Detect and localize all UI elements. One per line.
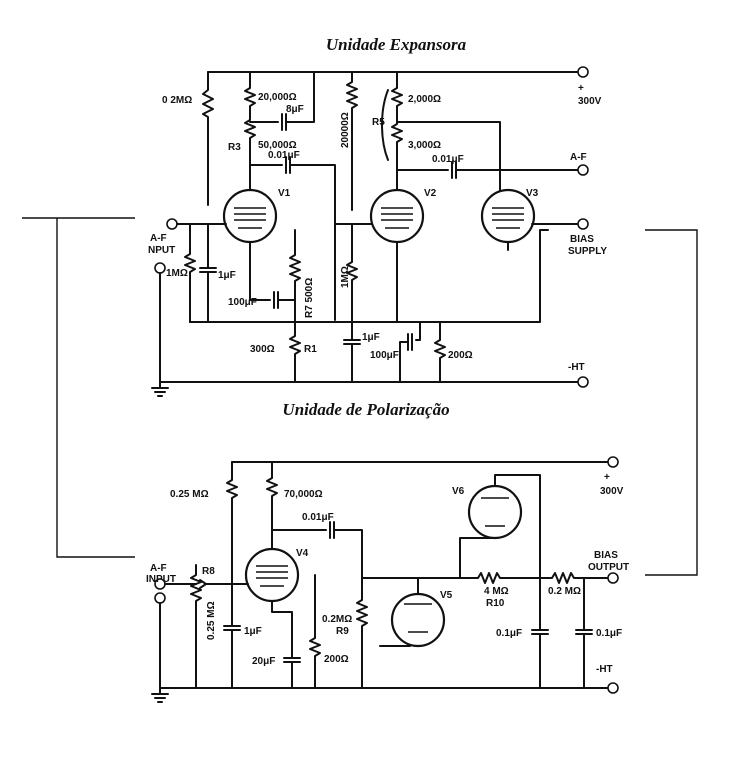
bias-output-label-2: OUTPUT <box>588 562 629 573</box>
label-r10: R10 <box>486 598 505 609</box>
svg-text:+: + <box>578 83 584 94</box>
label-r8: R8 <box>202 566 215 577</box>
bias-af-input-label-1: A-F <box>150 563 167 574</box>
tube-v4: V4 <box>244 547 309 603</box>
label-r7: R7 500Ω <box>304 278 315 318</box>
label-c-100b: 100μF <box>370 350 399 361</box>
label-r-in-1m: 1MΩ <box>166 268 188 279</box>
expander-minus-ht-terminal <box>577 376 589 388</box>
tube-v1: V1 <box>222 188 291 244</box>
label-r-2k: 2,000Ω <box>408 94 441 105</box>
label-c-1u-bias: 1μF <box>244 626 262 637</box>
tube-v1-label: V1 <box>278 188 291 199</box>
tube-v2: V2 <box>369 188 437 244</box>
label-r1: R1 <box>304 344 317 355</box>
expander-af-out-terminal <box>577 164 589 176</box>
bias-plate-voltage: 300V <box>600 486 624 497</box>
label-r-70k: 70,000Ω <box>284 489 323 500</box>
label-c-100a: 100μF <box>228 297 257 308</box>
expander-bias-supply-terminal <box>577 218 589 230</box>
bias-af-input-label-2: INPUT <box>146 574 176 585</box>
label-r-200: 200Ω <box>448 350 473 361</box>
label-r-20k: 20,000Ω <box>258 92 297 103</box>
label-c-001b: 0.01μF <box>432 154 464 165</box>
bias-unit-title: Unidade de Polarização <box>282 400 449 419</box>
tube-v4-label: V4 <box>296 548 309 559</box>
tube-v3: V3 <box>480 188 539 244</box>
expander-circuit: 300V + 0 2MΩ 20,000Ω R3 50,000Ω 8μF 0.01… <box>148 66 607 397</box>
bias-output-label-1: BIAS <box>594 550 618 561</box>
expander-plate-voltage: 300V <box>578 96 602 107</box>
left-link-bracket <box>22 217 135 558</box>
expander-af-out-label: A-F <box>570 152 587 163</box>
label-r-300: 300Ω <box>250 344 275 355</box>
label-c-001: 0.01μF <box>302 512 334 523</box>
bias-bplus-terminal <box>607 456 619 468</box>
tube-v5: V5 <box>390 590 453 648</box>
label-r9: R9 <box>336 626 349 637</box>
tube-v6-label: V6 <box>452 486 465 497</box>
label-c-001a: 0.01μF <box>268 150 300 161</box>
label-r-02m: 0.2 MΩ <box>548 586 581 597</box>
expander-bplus-terminal <box>577 66 589 78</box>
expander-input-ground-terminal <box>154 262 166 274</box>
bias-input-ground-terminal <box>154 592 166 604</box>
label-r-1m: 1MΩ <box>340 266 351 288</box>
label-c-1u: 1μF <box>218 270 236 281</box>
svg-text:+: + <box>604 472 610 483</box>
bias-output-terminal <box>607 572 619 584</box>
label-c-01a: 0.1μF <box>496 628 522 639</box>
bias-minus-ht-terminal <box>607 682 619 694</box>
label-r8-value: 0.25 MΩ <box>206 601 217 640</box>
label-r5: R5 <box>372 117 385 128</box>
label-r-grid-02m: 0 2MΩ <box>162 95 192 106</box>
expander-bias-supply-label-2: SUPPLY <box>568 246 607 257</box>
expander-af-input-terminal <box>166 218 178 230</box>
expander-title: Unidade Expansora <box>326 35 467 54</box>
label-r10-value: 4 MΩ <box>484 586 509 597</box>
tube-v3-label: V3 <box>526 188 539 199</box>
tube-v6: V6 <box>452 484 523 540</box>
expander-bias-supply-label-1: BIAS <box>570 234 594 245</box>
label-r-3k: 3,000Ω <box>408 140 441 151</box>
right-link-bracket <box>645 229 698 576</box>
expander-af-input-label-2: NPUT <box>148 245 175 256</box>
label-r-50k: 50,000Ω <box>258 140 297 151</box>
label-c-20u: 20μF <box>252 656 275 667</box>
label-r-20000-vert: 20000Ω <box>340 112 351 148</box>
label-r-200-bias: 200Ω <box>324 654 349 665</box>
label-r-025: 0.25 MΩ <box>170 489 209 500</box>
label-c-1u-b: 1μF <box>362 332 380 343</box>
bias-minus-ht-label: -HT <box>596 664 613 675</box>
label-c-01b: 0.1μF <box>596 628 622 639</box>
expander-minus-ht-label: -HT <box>568 362 585 373</box>
label-r3: R3 <box>228 142 241 153</box>
tube-v5-label: V5 <box>440 590 453 601</box>
tube-v2-label: V2 <box>424 188 437 199</box>
expander-af-input-label-1: A-F <box>150 233 167 244</box>
label-r9-value: 0.2MΩ <box>322 614 352 625</box>
label-c-8u: 8μF <box>286 104 304 115</box>
bias-unit-circuit: + 300V 0.25 MΩ 70,000Ω 0.01μF V4 V5 V6 A… <box>146 456 629 703</box>
